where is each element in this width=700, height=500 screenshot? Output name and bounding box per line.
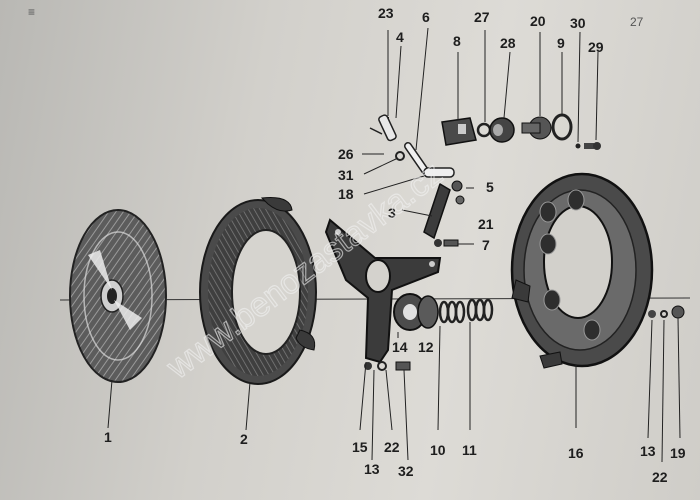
label-part-5: 5 — [486, 179, 494, 195]
part-28-nut — [489, 117, 515, 143]
label-part-27: 27 — [474, 9, 490, 25]
leader-lines — [107, 27, 681, 463]
corner-mark: ≡ — [28, 5, 35, 19]
label-part-9: 9 — [557, 35, 565, 51]
label-part-22-right: 22 — [652, 469, 668, 485]
label-part-11: 11 — [462, 442, 477, 458]
label-part-22-left: 22 — [384, 439, 400, 455]
label-part-6: 6 — [422, 9, 430, 25]
label-part-19: 19 — [670, 445, 686, 461]
label-part-21: 21 — [478, 216, 494, 232]
label-part-13-right: 13 — [640, 443, 656, 459]
label-part-7: 7 — [482, 237, 490, 253]
part-29-bolt — [584, 142, 601, 150]
label-part-1: 1 — [104, 429, 112, 445]
part-11-spring — [466, 298, 494, 322]
part-9-washer — [551, 113, 573, 141]
label-part-26: 26 — [338, 146, 354, 162]
label-part-4: 4 — [396, 29, 404, 45]
label-part-29: 29 — [588, 39, 604, 55]
label-part-18: 18 — [338, 186, 354, 202]
label-part-30: 30 — [570, 15, 586, 31]
label-part-12: 12 — [418, 339, 434, 355]
label-part-2: 2 — [240, 431, 248, 447]
part-14-bearing — [393, 293, 427, 331]
label-part-13-left: 13 — [364, 461, 380, 477]
lower-left-fasteners — [364, 361, 411, 371]
upper-linkage-parts — [369, 114, 465, 247]
part-10-spring — [438, 300, 466, 324]
part-20-bolt — [521, 116, 552, 140]
label-part-15: 15 — [352, 439, 368, 455]
label-part-10: 10 — [430, 442, 446, 458]
label-part-14: 14 — [392, 339, 408, 355]
label-part-3: 3 — [388, 205, 396, 221]
part-labels: 1 2 3 4 5 6 7 8 9 10 11 12 13 13 14 15 1… — [104, 5, 686, 485]
label-part-32: 32 — [398, 463, 414, 479]
part-15-release-lever — [324, 218, 442, 364]
label-part-8: 8 — [453, 33, 461, 49]
part-2-clutch-disc — [199, 197, 317, 385]
right-fasteners — [648, 305, 685, 319]
part-12-cup — [417, 295, 439, 329]
part-30-washer — [575, 143, 581, 149]
part-27-washer — [476, 122, 492, 138]
part-8-bracket — [441, 117, 477, 146]
part-1-pressure-plate — [69, 209, 167, 383]
label-part-23: 23 — [378, 5, 394, 21]
label-part-16: 16 — [568, 445, 584, 461]
label-part-20: 20 — [530, 13, 546, 29]
part-16-clutch-cover — [510, 172, 654, 369]
label-part-28: 28 — [500, 35, 516, 51]
page-hint: 27 — [630, 15, 644, 29]
label-part-31: 31 — [338, 167, 354, 183]
